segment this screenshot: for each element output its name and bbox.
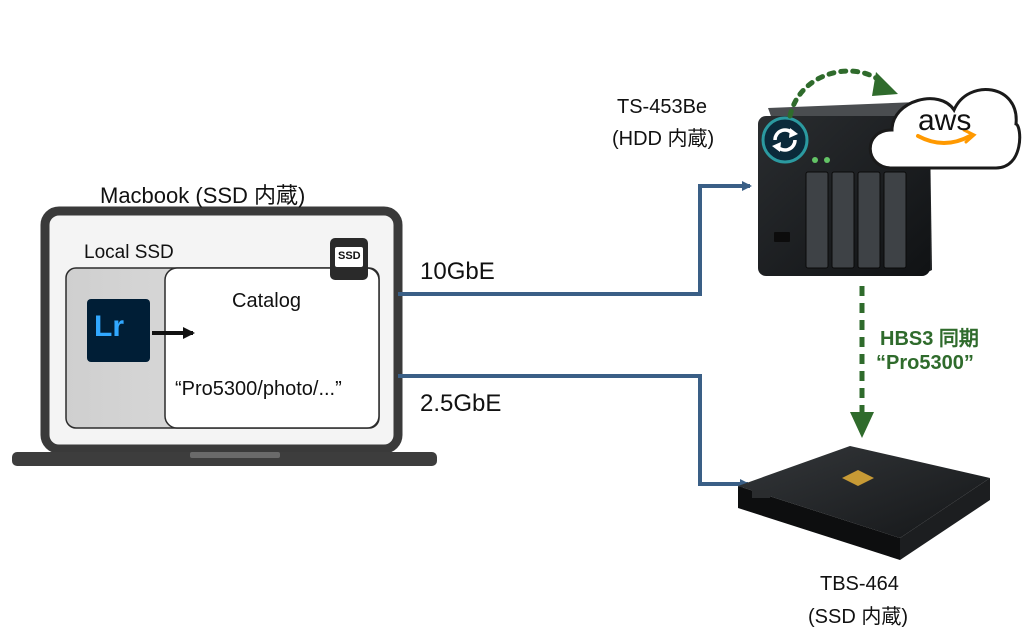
lightroom-logo-text: Lr	[94, 310, 124, 343]
nas-status-led	[824, 157, 830, 163]
link-10gbe	[398, 181, 752, 296]
nas-status-led	[812, 157, 818, 163]
lightroom-icon	[87, 299, 150, 362]
nas-drive-bay-3	[857, 171, 881, 269]
nas-drive-bay-1	[805, 171, 829, 269]
local-ssd-label: Local SSD	[84, 242, 174, 263]
catalog-path: “Pro5300/photo/...”	[175, 378, 342, 400]
laptop-trackpad-notch	[190, 452, 280, 458]
link-10gbe-label: 10GbE	[420, 258, 495, 285]
laptop-base	[12, 452, 437, 466]
catalog-panel	[164, 267, 380, 429]
tbs-side-face	[900, 478, 990, 560]
nas-drive-bay-4	[883, 171, 907, 269]
tbs-464-name: TBS-464	[820, 573, 899, 595]
tbs-top-face	[738, 446, 990, 538]
aws-logo-text: aws	[918, 104, 972, 137]
aws-cloud	[868, 88, 1022, 170]
cloud-shape	[868, 88, 1022, 170]
hbs3-sync-target: “Pro5300”	[876, 352, 974, 374]
tbs-front-face	[738, 486, 900, 560]
catalog-title: Catalog	[232, 290, 301, 312]
tbs-logo-icon	[842, 470, 874, 486]
ts-453be-detail: (HDD 内蔵)	[612, 128, 715, 150]
macbook-title: Macbook (SSD 内蔵)	[100, 183, 306, 208]
nas-drive-bay-2	[831, 171, 855, 269]
macbook-laptop	[12, 206, 437, 466]
tbs-usb-port	[752, 490, 770, 498]
hbs-sync-icon	[761, 116, 809, 164]
tbs-464-detail: (SSD 内蔵)	[808, 606, 908, 628]
ssd-badge-label: SSD	[338, 250, 361, 262]
sync-arrowhead-icon	[789, 128, 798, 138]
aws-smile-arrow-icon	[962, 128, 977, 144]
hbs3-sync-label: HBS3 同期	[880, 328, 979, 350]
tbs-464-nas	[738, 446, 990, 560]
link-2-5gbe	[398, 374, 750, 489]
aws-smile-icon	[916, 134, 972, 145]
sync-arrowhead-icon	[772, 142, 781, 152]
cloud-sync-arrowhead	[872, 72, 898, 96]
ts-453be-name: TS-453Be	[617, 96, 708, 118]
ssd-badge-label-bg	[335, 247, 363, 267]
nas-usb-port	[774, 232, 790, 242]
hbs3-sync-arrowhead	[850, 412, 874, 438]
network-links	[398, 181, 752, 489]
link-2-5gbe-label: 2.5GbE	[420, 390, 502, 417]
